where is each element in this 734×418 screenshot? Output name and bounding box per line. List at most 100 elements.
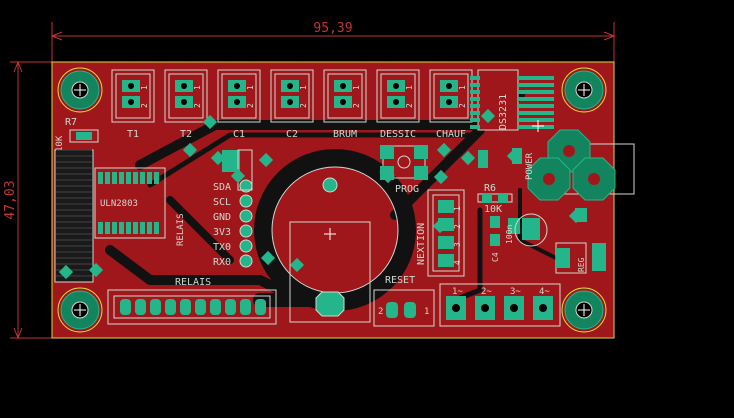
uln-pin[interactable] [147, 172, 152, 184]
rtc-pin[interactable] [470, 111, 480, 115]
relais-pin-pad[interactable] [165, 299, 176, 315]
mount-hole-outline [57, 67, 103, 113]
r7-resistor[interactable] [69, 129, 99, 143]
uln-pin[interactable] [133, 222, 138, 234]
connector-outline [270, 69, 314, 123]
uln-pin[interactable] [154, 172, 159, 184]
uln-chip-area[interactable]: ULN2803 RELAIS [54, 149, 186, 283]
rtc-pin[interactable] [518, 104, 554, 108]
pad-drill [340, 83, 346, 89]
rtc-pin[interactable] [470, 125, 480, 129]
connector-inner [433, 73, 469, 119]
uln-pin[interactable] [140, 172, 145, 184]
reset-pin-pad[interactable] [404, 302, 416, 318]
uln-pin[interactable] [140, 222, 145, 234]
mount-hole-outline [561, 67, 607, 113]
rtc-pin[interactable] [470, 97, 480, 101]
rtc-pin[interactable] [518, 90, 554, 94]
rtc-pin[interactable] [518, 118, 554, 122]
via [289, 257, 305, 273]
bus-pin-pad[interactable] [239, 194, 253, 208]
uln-pin[interactable] [154, 222, 159, 234]
uln-pin[interactable] [126, 172, 131, 184]
power-jack[interactable] [527, 129, 635, 201]
connector-inner [221, 73, 257, 119]
uln-pin[interactable] [98, 222, 103, 234]
power-label: POWER [525, 152, 535, 180]
r6-resistor[interactable] [477, 193, 513, 203]
uln-pin[interactable] [105, 172, 110, 184]
relais-pin-pad[interactable] [180, 299, 191, 315]
connector-label: T1 [127, 129, 139, 140]
bus-pin-label: 3V3 [213, 227, 231, 238]
mounting-holes [57, 67, 607, 333]
via [436, 142, 452, 158]
reset-label: RESET [385, 275, 415, 286]
relais-pin-pad[interactable] [195, 299, 206, 315]
rtc-pin[interactable] [518, 76, 554, 80]
regulator[interactable] [514, 213, 606, 274]
nextion-pin-pad[interactable] [438, 200, 454, 213]
connector-outline [323, 69, 367, 123]
bus-pin-pad[interactable] [239, 239, 253, 253]
rtc-pin[interactable] [518, 83, 554, 87]
connector-pin-label: 2 [140, 103, 149, 108]
pad-drill [446, 83, 452, 89]
relais-pin-pad[interactable] [240, 299, 251, 315]
relais-pin-pad[interactable] [135, 299, 146, 315]
rtc-pin[interactable] [470, 76, 480, 80]
center-component-outline[interactable] [289, 221, 371, 323]
uln-pin[interactable] [147, 222, 152, 234]
relais-pin-pad[interactable] [150, 299, 161, 315]
uln-pin[interactable] [112, 222, 117, 234]
connector-outline [111, 69, 155, 123]
pad-drill [446, 99, 452, 105]
dimension-height[interactable] [10, 60, 52, 340]
rtc-pin[interactable] [518, 111, 554, 115]
bus-pin-pad[interactable] [239, 224, 253, 238]
center-via [322, 177, 338, 193]
relais-terminal-block[interactable] [107, 289, 277, 325]
relais-pin-pad[interactable] [210, 299, 221, 315]
rtc-pin[interactable] [518, 125, 554, 129]
reset-pin-pad[interactable] [386, 302, 398, 318]
relais-pin-pad[interactable] [225, 299, 236, 315]
r7-pad[interactable] [76, 132, 92, 140]
bus-pin-pad[interactable] [239, 209, 253, 223]
uln-pin[interactable] [119, 222, 124, 234]
pad-drill [287, 99, 293, 105]
uln-pin[interactable] [133, 172, 138, 184]
nextion-pin-pad[interactable] [438, 236, 454, 249]
center-pad[interactable] [315, 291, 345, 317]
via [260, 250, 276, 266]
rtc-pin[interactable] [470, 90, 480, 94]
uln-pin[interactable] [98, 172, 103, 184]
rtc-pin[interactable] [518, 97, 554, 101]
bus-pin-pad[interactable] [239, 254, 253, 268]
rtc-pin[interactable] [470, 118, 480, 122]
relais-pin-pad[interactable] [120, 299, 131, 315]
rtc-pin[interactable] [470, 83, 480, 87]
uln-pin[interactable] [126, 222, 131, 234]
mains-terminal-block[interactable]: 1~2~3~4~ [439, 283, 561, 327]
rtc-chip[interactable]: DS3231 [470, 69, 554, 131]
connector-outline [376, 69, 420, 123]
rtc-pin[interactable] [470, 104, 480, 108]
uln-pin[interactable] [119, 172, 124, 184]
nextion-pin-pad[interactable] [438, 254, 454, 267]
relais-pin-pad[interactable] [255, 299, 266, 315]
uln-pin[interactable] [105, 222, 110, 234]
uln-pin[interactable] [112, 172, 117, 184]
dimension-width[interactable] [50, 22, 616, 62]
